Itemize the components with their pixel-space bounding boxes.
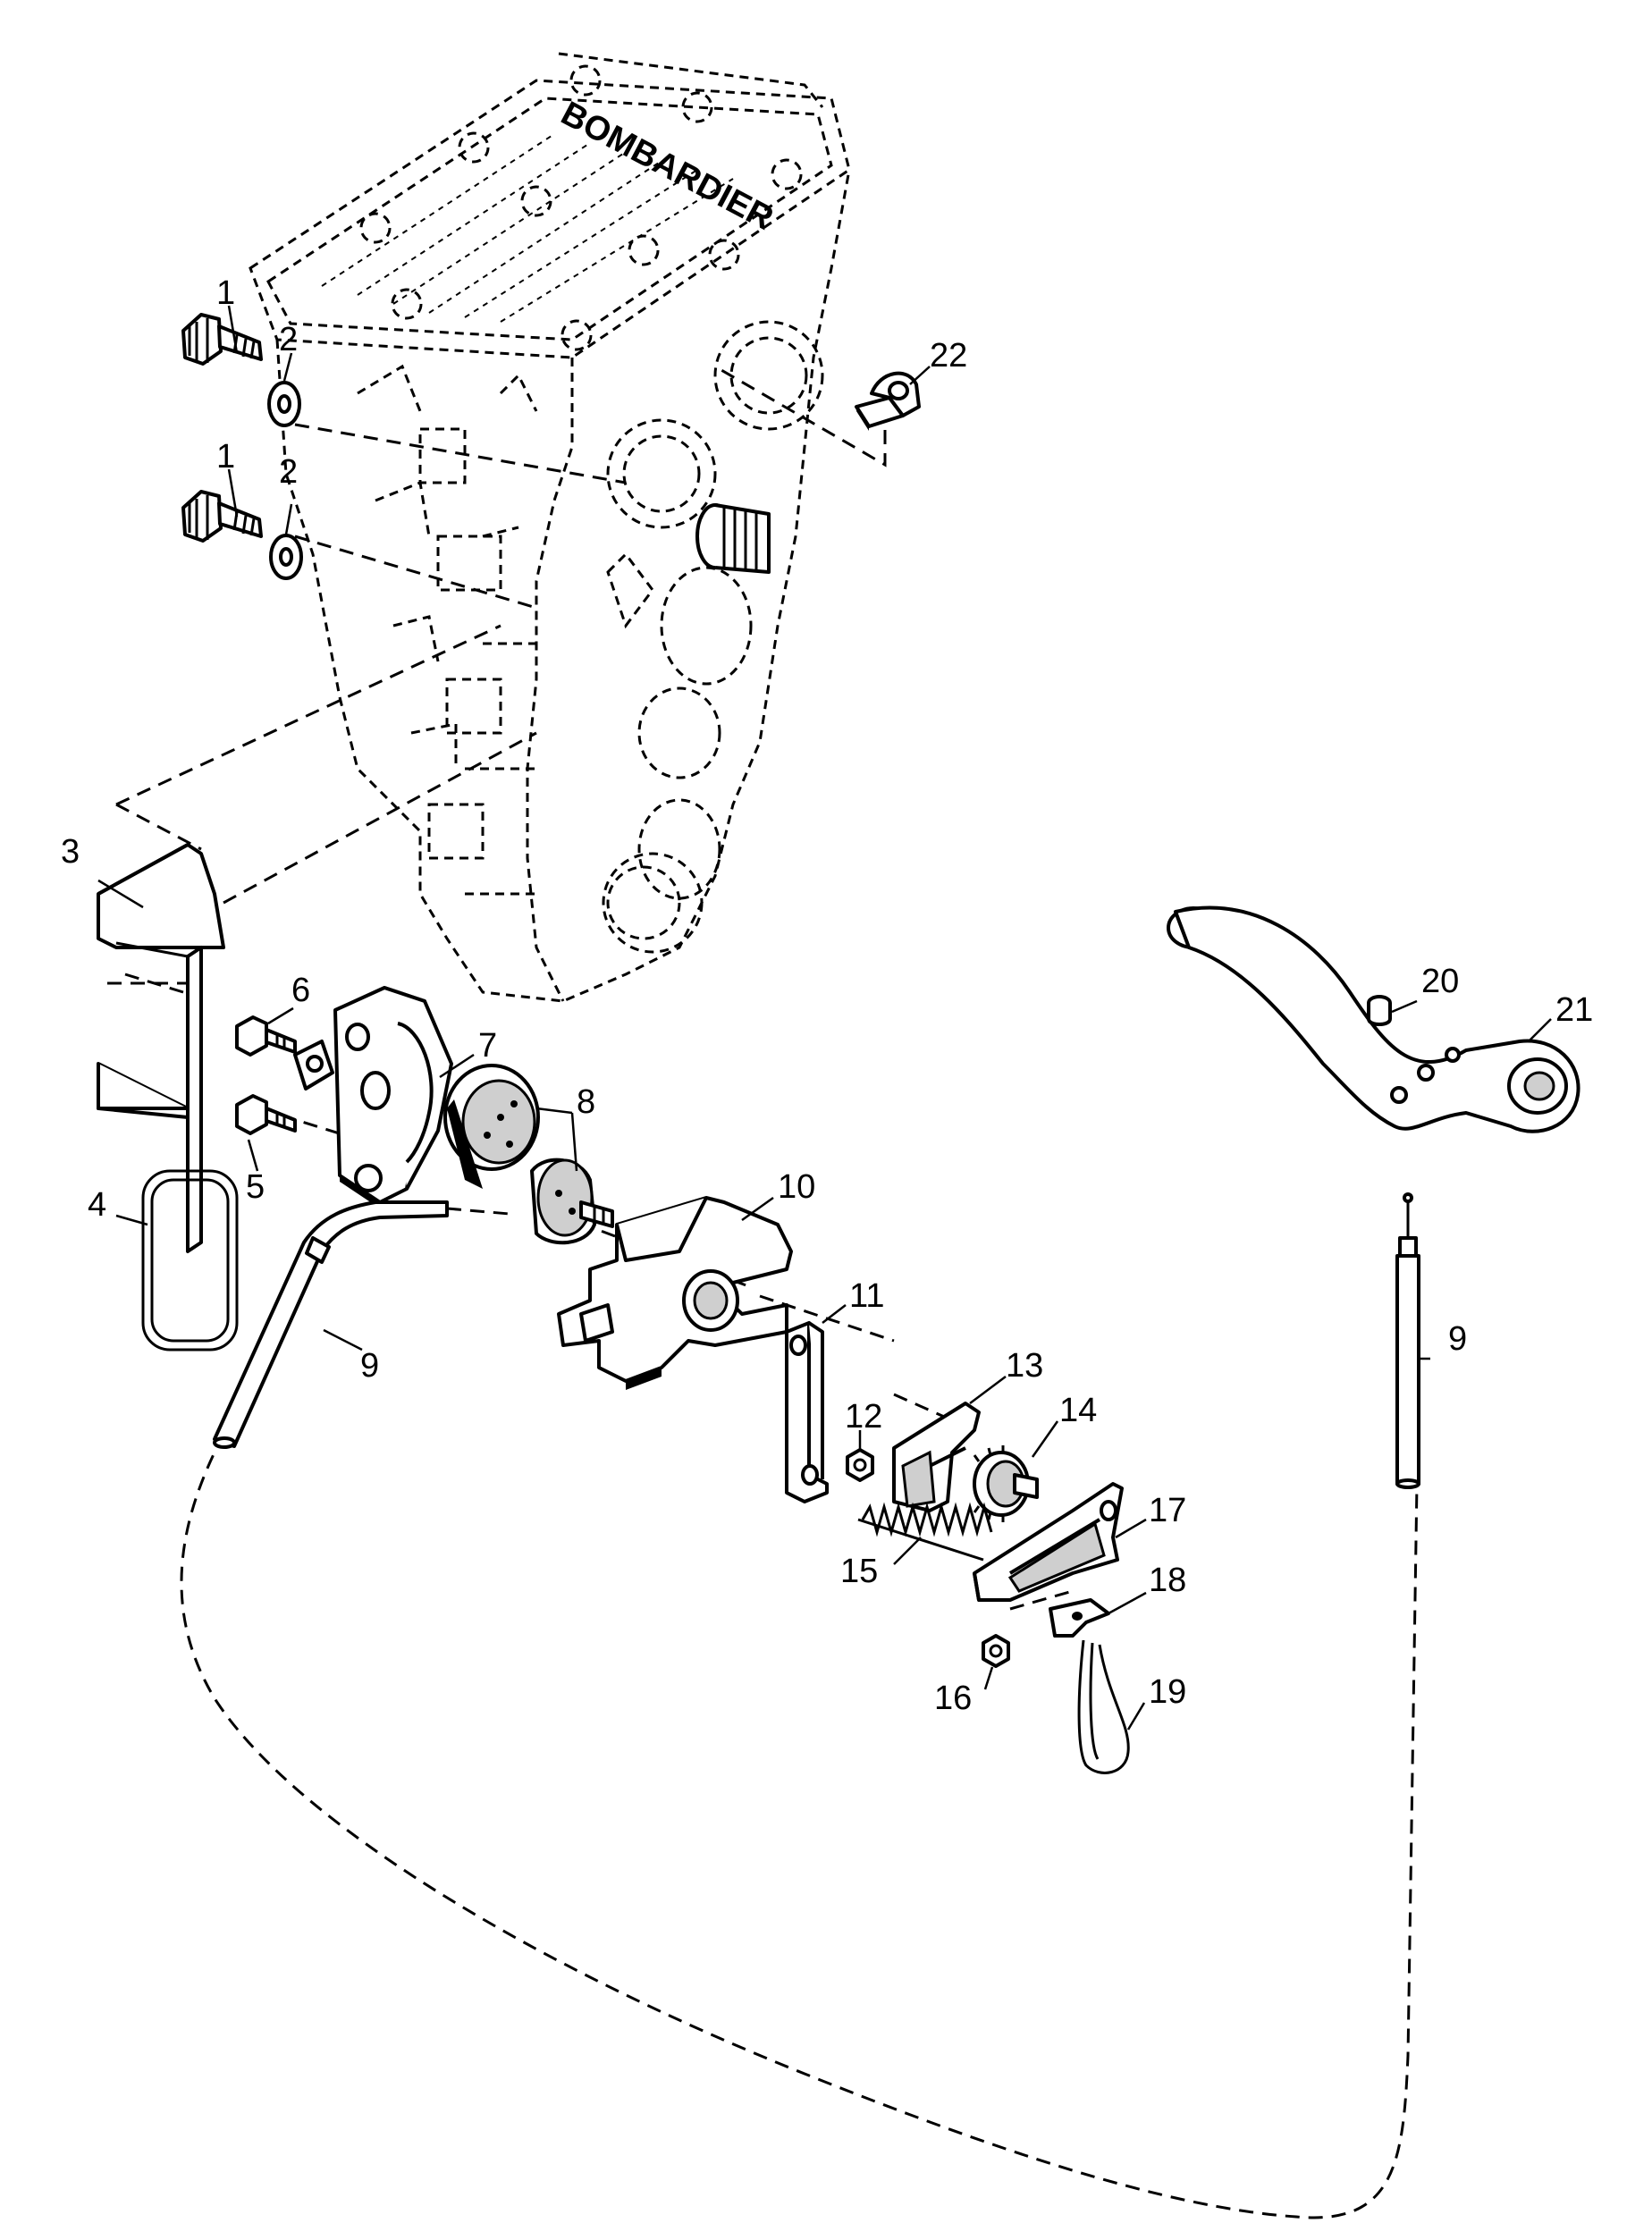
callout-1-upper: 1 — [216, 274, 235, 312]
switch-8b — [530, 1158, 614, 1245]
callout-2-upper: 2 — [279, 321, 298, 358]
callout-15: 15 — [840, 1553, 878, 1590]
brand-lettering: BOMBARDIER — [555, 95, 780, 238]
callout-16: 16 — [934, 1680, 972, 1717]
callout-10: 10 — [778, 1168, 815, 1206]
housing-10 — [557, 1196, 793, 1390]
callout-19: 19 — [1149, 1673, 1186, 1711]
callout-18: 18 — [1149, 1562, 1186, 1599]
bolt-1-lower — [181, 490, 263, 543]
spline-shaft — [695, 503, 771, 574]
callout-12: 12 — [845, 1398, 882, 1436]
lever-13 — [892, 1402, 981, 1512]
callout-17: 17 — [1149, 1492, 1186, 1529]
callout-7: 7 — [478, 1027, 497, 1065]
switch-8a — [443, 1064, 540, 1189]
callout-21: 21 — [1555, 991, 1593, 1029]
gasket-4 — [141, 1169, 239, 1352]
callout-4: 4 — [88, 1186, 106, 1224]
callout-6: 6 — [291, 972, 310, 1009]
engine-block: BOMBARDIER — [249, 52, 851, 1003]
gear-14 — [973, 1445, 1039, 1522]
callout-9-right: 9 — [1448, 1320, 1467, 1358]
spring-15 — [857, 1502, 993, 1562]
callout-8: 8 — [577, 1083, 595, 1121]
arm-17 — [973, 1482, 1124, 1602]
pin-19 — [1077, 1639, 1130, 1774]
bracket-3 — [97, 843, 225, 1253]
callout-1-lower: 1 — [216, 438, 235, 476]
leader-lines — [97, 305, 1552, 1731]
callout-labels: 1 2 1 2 22 3 4 5 6 7 8 9 10 11 12 13 14 … — [61, 274, 1593, 1717]
washer-2-lower — [269, 534, 303, 580]
callout-13: 13 — [1006, 1347, 1043, 1385]
callout-5: 5 — [246, 1168, 265, 1206]
plate-11 — [785, 1321, 829, 1503]
housing-7 — [333, 986, 453, 1208]
bolt-1-upper — [181, 313, 263, 366]
nut-clip-6 — [293, 1040, 334, 1091]
callout-22: 22 — [930, 337, 967, 375]
handle-21 — [1167, 905, 1580, 1133]
cable-9-left — [213, 1200, 510, 1449]
nut-12 — [846, 1448, 874, 1482]
pin-20 — [1367, 995, 1392, 1026]
bolt-6 — [235, 1015, 297, 1057]
washer-2-upper — [267, 381, 301, 427]
callout-3: 3 — [61, 833, 80, 871]
callout-9-left: 9 — [360, 1347, 379, 1385]
callout-11: 11 — [849, 1277, 884, 1315]
cable-9-right — [1395, 1192, 1420, 1489]
clamp-22 — [855, 371, 921, 431]
nut-16 — [982, 1634, 1010, 1668]
bolt-5 — [235, 1094, 297, 1135]
callout-14: 14 — [1059, 1392, 1097, 1429]
clip-18 — [1049, 1598, 1110, 1638]
callout-20: 20 — [1421, 963, 1459, 1000]
callout-2-lower: 2 — [279, 453, 298, 491]
